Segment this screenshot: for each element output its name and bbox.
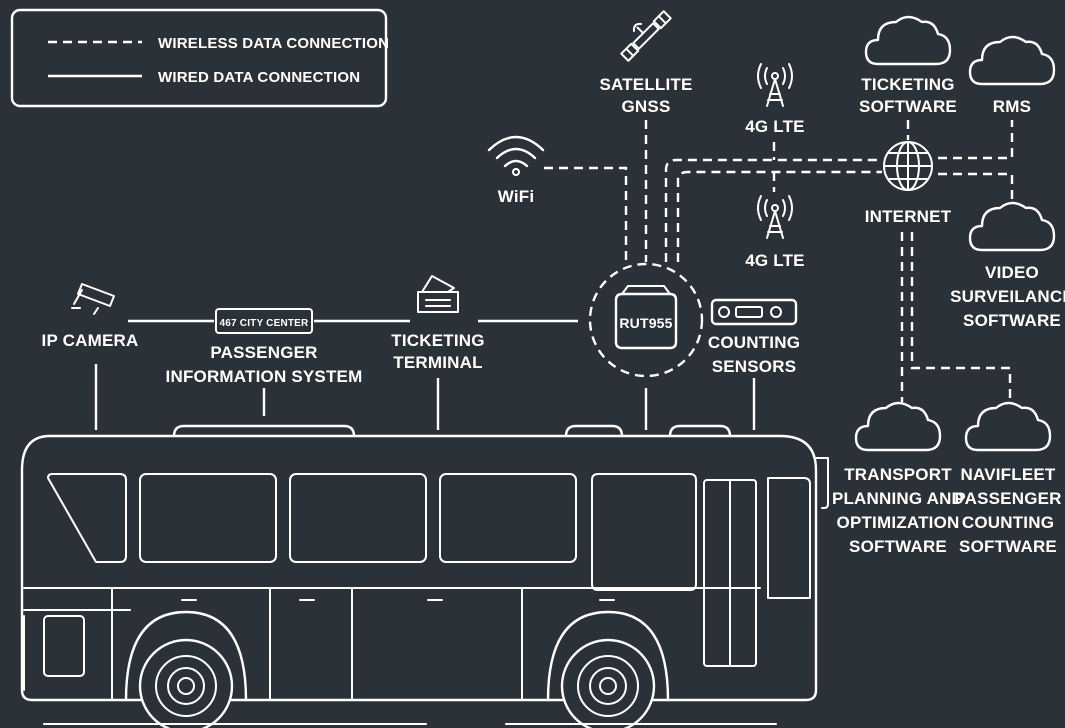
ticket-icon — [417, 275, 459, 313]
wireless-internet-video — [938, 172, 1014, 200]
cell-tower-icon — [757, 63, 793, 107]
satellite-icon — [620, 10, 672, 62]
pis-display-text: 467 CITY CENTER — [220, 318, 310, 329]
transport-label-1: TRANSPORT — [844, 465, 952, 484]
pis-display: 467 CITY CENTER — [215, 308, 313, 334]
ip-camera-icon — [71, 283, 115, 315]
connections — [94, 120, 1014, 430]
navifleet-label-4: SOFTWARE — [959, 537, 1057, 556]
bus-icon — [20, 424, 829, 728]
cloud-icon — [968, 35, 1056, 86]
legend-box — [10, 8, 388, 108]
wireless-lte1 — [664, 158, 882, 262]
lte-top-label: 4G LTE — [745, 117, 804, 136]
video-label-2: SURVEILANCE — [950, 287, 1065, 306]
satellite-label-2: GNSS — [622, 97, 671, 116]
transport-label-3: OPTIMIZATION — [837, 513, 960, 532]
cloud-icon — [968, 201, 1056, 252]
counting-sensor-icon — [710, 298, 798, 326]
video-label-1: VIDEO — [985, 263, 1039, 282]
wireless-lte2 — [676, 170, 882, 262]
transport-label-4: SOFTWARE — [849, 537, 947, 556]
counting-sensors-label-2: SENSORS — [712, 357, 797, 376]
internet-label: INTERNET — [865, 207, 952, 226]
wifi-icon — [487, 135, 545, 176]
ticketing-software-label: TICKETING — [861, 75, 954, 94]
transport-label-2: PLANNING AND — [832, 489, 964, 508]
ticketing-software-label-2: SOFTWARE — [859, 97, 957, 116]
navifleet-label-3: COUNTING — [962, 513, 1054, 532]
router-label: RUT955 — [619, 315, 672, 331]
navifleet-label-1: NAVIFLEET — [961, 465, 1056, 484]
counting-sensors-label-1: COUNTING — [708, 333, 800, 352]
wireless-internet-rms — [938, 120, 1014, 160]
wireless-internet-navifleet — [910, 232, 1012, 402]
legend-wireless-label: WIRELESS DATA CONNECTION — [158, 35, 389, 52]
navifleet-label-2: PASSENGER — [954, 489, 1061, 508]
rms-label: RMS — [993, 97, 1031, 116]
legend-wired-label: WIRED DATA CONNECTION — [158, 69, 360, 86]
pis-label-1: PASSENGER — [210, 343, 317, 362]
cloud-icon — [964, 401, 1052, 452]
wireless-wifi-router — [544, 166, 628, 262]
wifi-label: WiFi — [498, 187, 535, 206]
router-icon: RUT955 — [588, 262, 704, 378]
ip-camera-label: IP CAMERA — [42, 331, 139, 350]
cloud-icon — [854, 401, 942, 452]
pis-label-2: INFORMATION SYSTEM — [166, 367, 363, 386]
ticketing-terminal-label-2: TERMINAL — [393, 353, 482, 372]
cell-tower-icon — [757, 195, 793, 239]
cloud-icon — [864, 15, 952, 66]
legend: WIRELESS DATA CONNECTION WIRED DATA CONN… — [10, 8, 389, 108]
globe-icon — [882, 140, 934, 192]
lte-bottom-label: 4G LTE — [745, 251, 804, 270]
video-label-3: SOFTWARE — [963, 311, 1061, 330]
ticketing-terminal-label-1: TICKETING — [391, 331, 484, 350]
satellite-label: SATELLITE — [599, 75, 692, 94]
